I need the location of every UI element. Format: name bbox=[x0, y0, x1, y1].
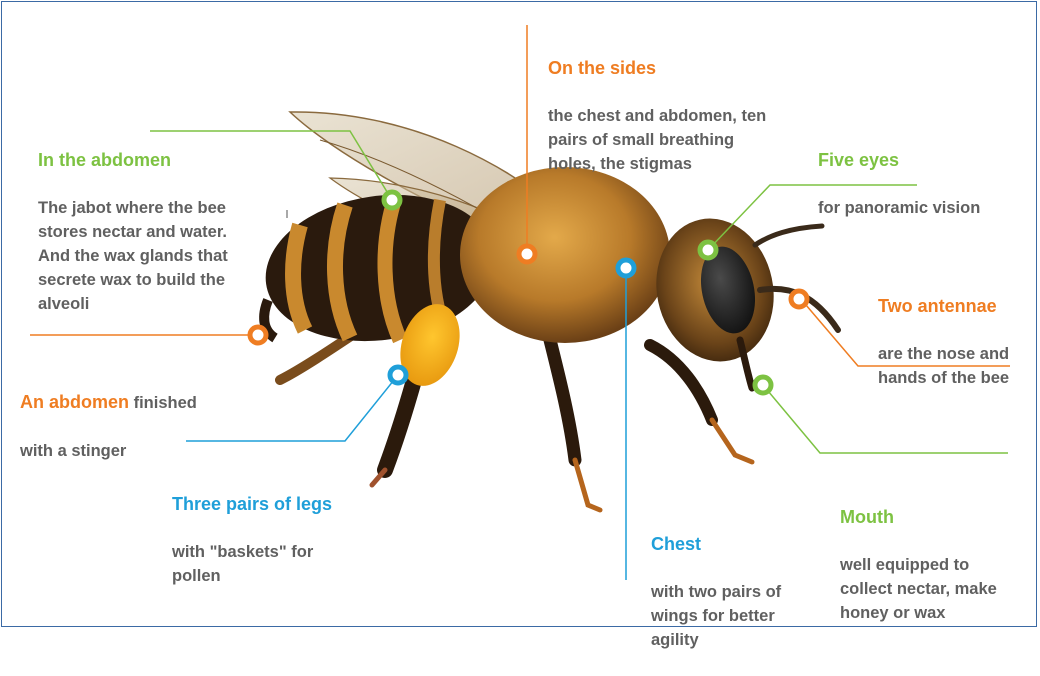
callout-two-antennae: Two antennae are the nose and hands of t… bbox=[878, 270, 1009, 414]
callout-in-abdomen: In the abdomen The jabot where the bee s… bbox=[38, 124, 228, 340]
callout-two-antennae-title: Two antennae bbox=[878, 294, 1009, 318]
callout-on-sides-title: On the sides bbox=[548, 56, 766, 80]
callout-chest-title: Chest bbox=[651, 532, 781, 556]
leader-three-legs bbox=[186, 375, 398, 441]
callout-in-abdomen-title: In the abdomen bbox=[38, 148, 228, 172]
marker-abdomen-stinger bbox=[250, 327, 266, 343]
callout-chest-text: with two pairs of wings for better agili… bbox=[651, 580, 781, 652]
marker-mouth bbox=[755, 377, 771, 393]
callout-abdomen-stinger-title: An abdomen bbox=[20, 392, 129, 412]
callout-five-eyes-text: for panoramic vision bbox=[818, 196, 980, 220]
marker-chest bbox=[618, 260, 634, 276]
callout-abdomen-stinger-inline-text: finished bbox=[129, 394, 197, 412]
callout-abdomen-stinger-text: with a stinger bbox=[20, 439, 197, 463]
marker-on-sides bbox=[519, 246, 535, 262]
callout-mouth-text: well equipped to collect nectar, make ho… bbox=[840, 553, 997, 625]
callout-three-legs-title: Three pairs of legs bbox=[172, 492, 332, 516]
marker-in-abdomen bbox=[384, 192, 400, 208]
callout-five-eyes-title: Five eyes bbox=[818, 148, 980, 172]
callout-three-legs: Three pairs of legs with "baskets" for p… bbox=[172, 468, 332, 612]
callout-on-sides: On the sides the chest and abdomen, ten … bbox=[548, 32, 766, 200]
callout-five-eyes: Five eyes for panoramic vision bbox=[818, 124, 980, 244]
bee-legs bbox=[280, 320, 752, 510]
callout-mouth: Mouth well equipped to collect nectar, m… bbox=[840, 481, 997, 649]
callout-three-legs-text: with "baskets" for pollen bbox=[172, 540, 332, 588]
callout-chest: Chest with two pairs of wings for better… bbox=[651, 508, 781, 676]
callout-on-sides-text: the chest and abdomen, ten pairs of smal… bbox=[548, 104, 766, 176]
marker-three-legs bbox=[390, 367, 406, 383]
callout-mouth-title: Mouth bbox=[840, 505, 997, 529]
marker-five-eyes bbox=[700, 242, 716, 258]
callout-abdomen-stinger: An abdomen finished with a stinger bbox=[20, 366, 197, 487]
marker-two-antennae bbox=[791, 291, 807, 307]
callout-in-abdomen-text: The jabot where the bee stores nectar an… bbox=[38, 196, 228, 316]
callout-two-antennae-text: are the nose and hands of the bee bbox=[878, 342, 1009, 390]
